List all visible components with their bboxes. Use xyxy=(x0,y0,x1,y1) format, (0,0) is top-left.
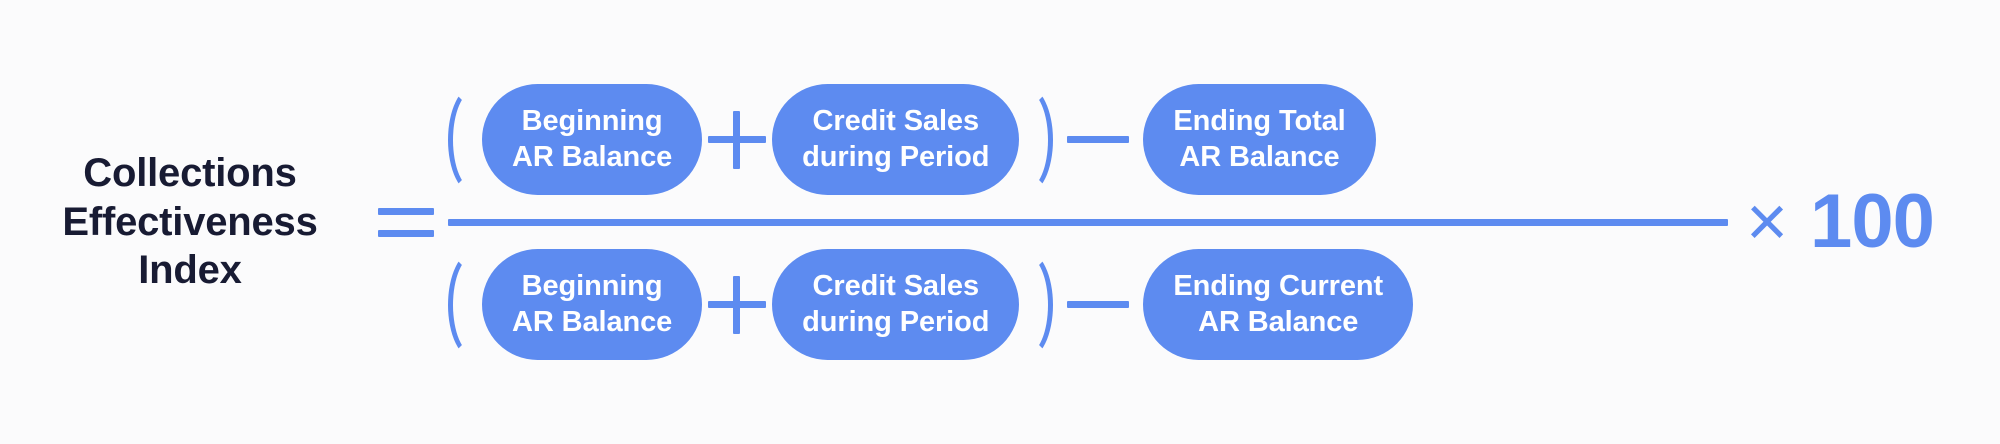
close-paren-icon xyxy=(1019,250,1054,359)
times-operator-icon: × xyxy=(1746,182,1789,262)
equals-sign-bar-bottom xyxy=(378,230,434,237)
open-paren-icon xyxy=(448,250,482,359)
term-pill-credit-sales-during-period: Credit Sales during Period xyxy=(772,83,1020,196)
equals-sign-bar-top xyxy=(378,208,434,215)
metric-name-label: Collections Effectiveness Index xyxy=(62,150,318,293)
minus-operator-icon xyxy=(1067,301,1130,308)
term-pill-ending-total-ar-balance: Ending Total AR Balance xyxy=(1143,83,1376,196)
close-paren-icon xyxy=(1019,85,1054,194)
term-pill-beginning-ar-balance: Beginning AR Balance xyxy=(482,248,703,361)
denominator-row: Beginning AR Balance Credit Sales during… xyxy=(448,239,1728,371)
open-paren-icon xyxy=(448,85,482,194)
term-pill-beginning-ar-balance: Beginning AR Balance xyxy=(482,83,703,196)
term-pill-ending-current-ar-balance: Ending Current AR Balance xyxy=(1143,248,1414,361)
minus-operator-icon xyxy=(1067,136,1130,143)
multiplier-value: 100 xyxy=(1810,179,1935,264)
multiplier-block: × 100 xyxy=(1746,179,1935,264)
plus-operator-icon xyxy=(708,275,767,334)
fraction: Beginning AR Balance Credit Sales during… xyxy=(448,74,1728,371)
plus-operator-icon xyxy=(708,110,767,169)
term-pill-credit-sales-during-period: Credit Sales during Period xyxy=(772,248,1020,361)
fraction-bar xyxy=(448,218,1728,226)
equals-sign xyxy=(378,202,434,242)
numerator-row: Beginning AR Balance Credit Sales during… xyxy=(448,74,1728,206)
